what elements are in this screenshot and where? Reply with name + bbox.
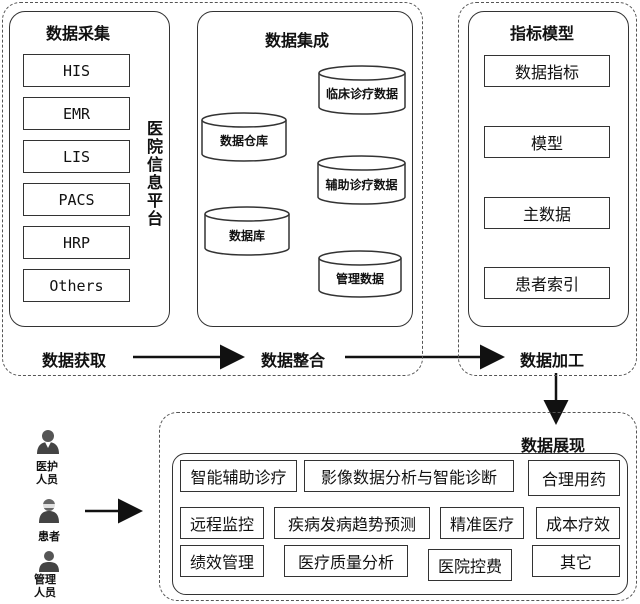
- medical-staff-avatar: [35, 428, 61, 454]
- acquisition-integration-group: [2, 2, 423, 376]
- app-rational-medication: 合理用药: [528, 460, 620, 496]
- system-his: HIS: [23, 54, 130, 87]
- app-cost-effectiveness: 成本疗效: [536, 507, 620, 539]
- app-imaging-analysis: 影像数据分析与智能诊断: [304, 460, 514, 492]
- app-disease-trend: 疾病发病趋势预测: [274, 507, 430, 539]
- platform-label: 医院信息平台: [144, 120, 163, 228]
- model-item-indicator: 数据指标: [484, 55, 610, 87]
- clinical-label: 临床诊疗数据: [325, 87, 398, 101]
- app-cost-control: 医院控费: [428, 549, 512, 581]
- presentation-title: 数据展现: [521, 436, 586, 455]
- patient-avatar: [37, 497, 61, 523]
- model-title: 指标模型: [510, 24, 575, 43]
- warehouse-cylinder: 数据仓库: [201, 112, 287, 162]
- manager-icon: [39, 551, 59, 572]
- medical-staff-label: 医护人员: [36, 460, 58, 486]
- warehouse-label: 数据仓库: [219, 134, 268, 148]
- system-lis: LIS: [23, 140, 130, 173]
- management-staff-avatar: [38, 550, 60, 572]
- model-item-master-data: 主数据: [484, 197, 610, 229]
- integration-title: 数据集成: [265, 31, 330, 50]
- app-quality-analysis: 医疗质量分析: [284, 545, 408, 577]
- app-precision-medicine: 精准医疗: [440, 507, 524, 539]
- app-smart-diagnosis-assist: 智能辅助诊疗: [180, 460, 297, 492]
- stage-process-label: 数据加工: [520, 351, 585, 370]
- model-item-patient-index: 患者索引: [484, 267, 610, 299]
- stage-integrate-label: 数据整合: [261, 351, 326, 370]
- management-label: 管理数据: [335, 272, 384, 286]
- system-emr: EMR: [23, 97, 130, 130]
- stage-acquire-label: 数据获取: [42, 351, 107, 370]
- patient-icon: [39, 499, 59, 523]
- model-item-model: 模型: [484, 126, 610, 158]
- model-group: [458, 2, 637, 376]
- app-remote-monitoring: 远程监控: [180, 507, 264, 539]
- system-pacs: PACS: [23, 183, 130, 216]
- acquisition-title: 数据采集: [46, 24, 111, 43]
- presentation-group: [159, 412, 637, 601]
- doctor-icon: [37, 430, 59, 454]
- app-performance-management: 绩效管理: [180, 545, 264, 577]
- management-staff-label: 管理人员: [34, 573, 56, 599]
- auxiliary-cylinder: 辅助诊疗数据: [317, 155, 406, 205]
- patient-label: 患者: [38, 530, 60, 543]
- management-cylinder: 管理数据: [318, 250, 402, 298]
- database-cylinder: 数据库: [204, 206, 290, 256]
- system-hrp: HRP: [23, 226, 130, 259]
- database-label: 数据库: [228, 229, 265, 243]
- auxiliary-label: 辅助诊疗数据: [325, 178, 398, 192]
- clinical-cylinder: 临床诊疗数据: [318, 65, 406, 115]
- system-others: Others: [23, 269, 130, 302]
- app-other: 其它: [532, 545, 620, 577]
